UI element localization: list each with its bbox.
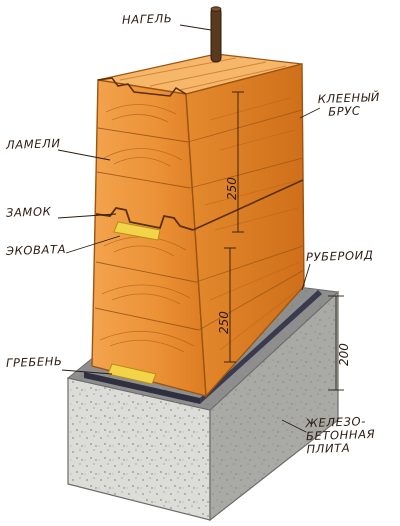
dim-lower-value: 250 (217, 311, 231, 334)
dowel-rod (210, 7, 222, 63)
beam-top-profile (97, 77, 187, 97)
dim-foundation-value: 200 (337, 343, 351, 366)
dowel (210, 6, 222, 63)
dimension-lines (224, 91, 344, 391)
label-concrete-line3: ПЛИТА (306, 441, 351, 457)
glued-beam-stack (91, 53, 305, 398)
label-glued-beam: КЛЕЕНЫЙ БРУС (318, 90, 381, 120)
leader-lock (57, 213, 117, 219)
leader-concrete (281, 419, 307, 433)
ruberoid-layer (84, 290, 322, 404)
ruberoid-side (200, 290, 322, 404)
label-concrete-slab: ЖЕЛЕЗО- БЕТОННАЯ ПЛИТА (305, 414, 376, 457)
leader-ruberoid (301, 263, 311, 291)
label-lock: ЗАМОК (5, 204, 52, 220)
label-ruberoid: РУБЕРОИД (305, 247, 374, 265)
lamella-lines (94, 127, 200, 331)
leader-lamels (57, 149, 111, 161)
leader-glued-beam (299, 107, 321, 119)
beam-joint-side (192, 179, 304, 231)
label-ecowool: ЭКОВАТА (5, 241, 67, 259)
label-ridge: ГРЕБЕНЬ (5, 354, 63, 370)
dowel-top (210, 6, 222, 12)
beam-joint-front (95, 207, 194, 231)
leader-lines (57, 24, 321, 433)
side-lamella-lines (187, 109, 305, 331)
beam-side-face (185, 63, 305, 398)
ruberoid-front (84, 372, 200, 404)
dim-upper-value: 250 (225, 177, 239, 200)
ridge-insulation-strip (107, 363, 157, 385)
leader-nagel (179, 24, 212, 31)
side-grain (204, 97, 301, 351)
leader-ridge (61, 369, 113, 375)
concrete-front-texture (68, 378, 210, 520)
label-glued-beam-line2: БРУС (327, 103, 361, 119)
label-nagel: НАГЕЛЬ (121, 11, 173, 27)
ecowool-insulation-strip (113, 221, 161, 241)
leader-ecowool (65, 235, 121, 254)
label-lamels: ЛАМЕЛИ (5, 136, 61, 152)
concrete-side-texture (210, 292, 338, 520)
